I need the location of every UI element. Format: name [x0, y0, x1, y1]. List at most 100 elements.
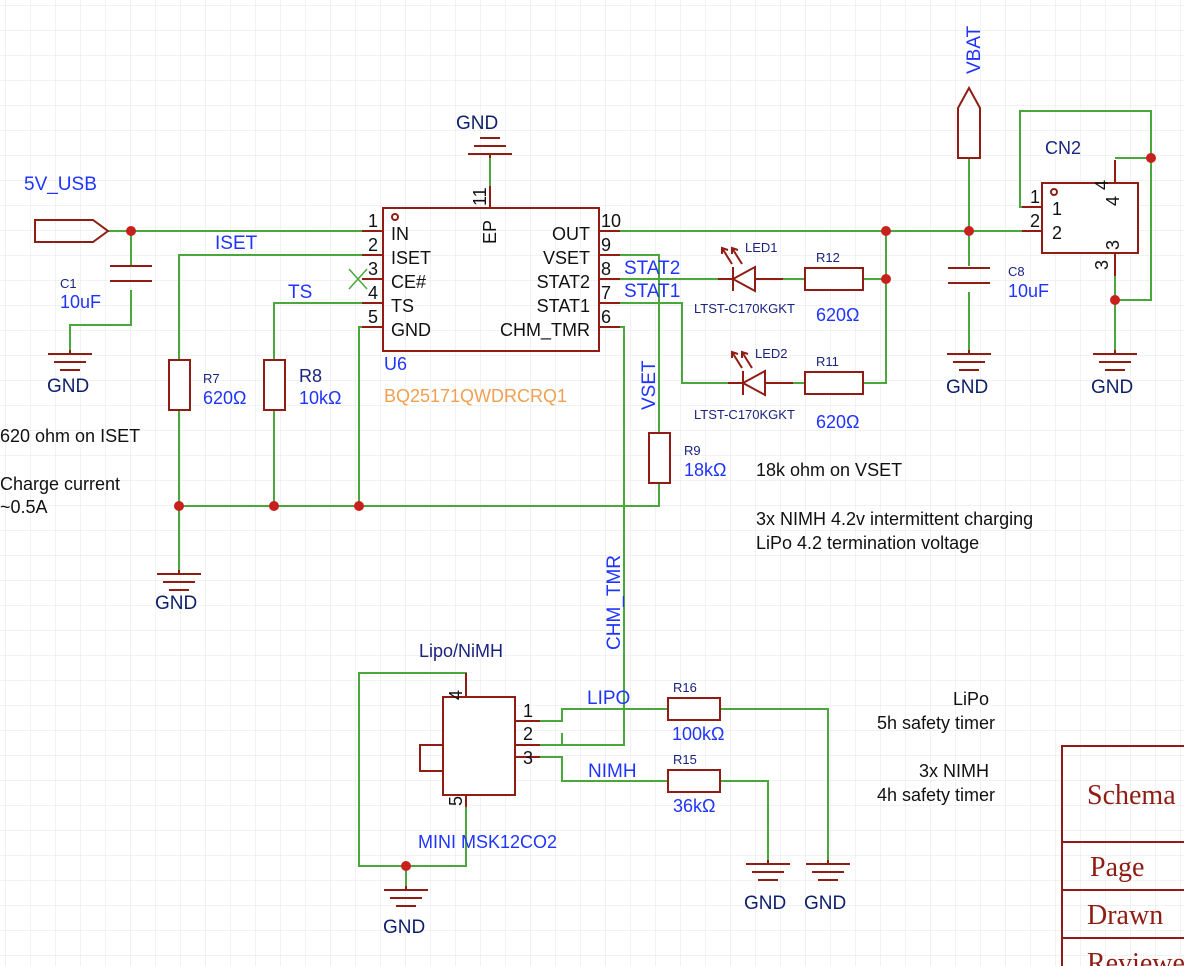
switch-label: Lipo/NiMH [419, 641, 503, 661]
u6-pin-name: TS [391, 296, 414, 316]
net-label-vset: VSET [639, 360, 660, 410]
r8-value: 10kΩ [299, 388, 341, 408]
ground-icon-left: GND [155, 570, 201, 614]
switch-pin-num: 4 [446, 690, 466, 700]
svg-text:GND: GND [1091, 377, 1133, 398]
resistor-r9[interactable]: R9 18kΩ [648, 432, 726, 484]
led2-part: LTST-C170KGKT [694, 407, 795, 422]
u6-pin-name: ISET [391, 248, 431, 268]
net-label-lipo: LIPO [587, 688, 630, 709]
junctions [126, 153, 1156, 871]
note-iset: 620 ohm on ISET Charge current ~0.5A [0, 426, 140, 517]
svg-text:Charge current: Charge current [0, 474, 120, 494]
svg-text:GND: GND [383, 917, 425, 938]
u6-pin-num: 1 [368, 211, 378, 231]
net-label-stat1: STAT1 [624, 281, 680, 302]
port-vbat[interactable]: VBAT [957, 25, 985, 159]
led1-part: LTST-C170KGKT [694, 301, 795, 316]
port-5v-usb[interactable]: 5V_USB [24, 174, 110, 243]
ground-icon-ep: GND [456, 113, 512, 158]
c8-ref: C8 [1008, 264, 1025, 279]
svg-text:LiPo: LiPo [953, 689, 989, 709]
u6-pin-name: EP [480, 220, 500, 244]
u6-pin-num: 11 [470, 187, 490, 206]
resistor-r16[interactable]: R16 100kΩ [667, 680, 725, 744]
r11-value: 620Ω [816, 412, 860, 432]
svg-text:GND: GND [155, 593, 197, 614]
cn2-pin-label: 1 [1052, 199, 1062, 219]
r7-ref: R7 [203, 371, 220, 386]
r8-ref: R8 [299, 366, 322, 386]
svg-text:5h safety timer: 5h safety timer [877, 713, 995, 733]
net-label-nimh: NIMH [588, 761, 637, 782]
switch-lipo-nimh[interactable]: 4 1 2 3 5 Lipo/NiMH MINI MSK12CO2 [418, 641, 557, 852]
cn2-ref: CN2 [1045, 138, 1081, 158]
c8-value: 10uF [1008, 281, 1049, 301]
svg-text:3x NIMH: 3x NIMH [919, 761, 989, 781]
led2-icon[interactable]: LED2 LTST-C170KGKT [694, 346, 795, 422]
title-page: Page [1090, 852, 1144, 883]
u6-pin-num: 9 [601, 235, 611, 255]
r7-value: 620Ω [203, 388, 247, 408]
net-label-chm-tmr: CHM_TMR [604, 555, 625, 650]
cn2-pin-label: 3 [1103, 240, 1123, 250]
u6-pin-name: STAT2 [537, 272, 590, 292]
svg-text:620 ohm on ISET: 620 ohm on ISET [0, 426, 140, 446]
cn2-pin-num: 1 [1030, 187, 1040, 207]
ground-icon-c8: GND [946, 350, 991, 398]
led1-icon[interactable]: LED1 LTST-C170KGKT [694, 240, 795, 316]
connector-cn2[interactable]: 1 2 1 2 4 4 3 3 CN2 [1022, 138, 1139, 276]
u6-pin-name: OUT [552, 224, 590, 244]
ground-icon-r15: GND [744, 860, 790, 914]
svg-text:GND: GND [456, 113, 498, 134]
u6-pin-num: 7 [601, 283, 611, 303]
r9-ref: R9 [684, 443, 701, 458]
r12-value: 620Ω [816, 305, 860, 325]
svg-text:GND: GND [744, 893, 786, 914]
resistor-r11[interactable]: R11 620Ω [804, 354, 864, 432]
svg-text:LiPo 4.2 termination voltage: LiPo 4.2 termination voltage [756, 533, 979, 553]
u6-pin-num: 10 [601, 211, 621, 231]
net-label-stat2: STAT2 [624, 258, 680, 279]
u6-pin-name: STAT1 [537, 296, 590, 316]
svg-text:GND: GND [946, 377, 988, 398]
cn2-pin-num: 3 [1092, 260, 1112, 270]
u6-pin-num: 4 [368, 283, 378, 303]
resistor-r8[interactable]: R8 10kΩ [263, 359, 341, 411]
r15-ref: R15 [673, 752, 697, 767]
resistor-r15[interactable]: R15 36kΩ [667, 752, 721, 816]
no-connect-icon [348, 268, 368, 290]
resistor-r12[interactable]: R12 620Ω [804, 250, 864, 325]
r9-value: 18kΩ [684, 460, 726, 480]
svg-text:~0.5A: ~0.5A [0, 497, 48, 517]
capacitor-c1[interactable]: C1 10uF [60, 265, 152, 312]
r11-ref: R11 [816, 354, 839, 369]
switch-pin-num: 5 [446, 796, 466, 806]
r15-value: 36kΩ [673, 796, 715, 816]
u6-chip[interactable]: 1 2 3 4 5 10 9 8 7 6 11 IN ISET CE# TS G… [362, 186, 621, 406]
u6-part-number: BQ25171QWDRCRQ1 [384, 386, 567, 406]
u6-pin-name: VSET [543, 248, 590, 268]
cn2-pin-num: 2 [1030, 211, 1040, 231]
cn2-pin-label: 4 [1103, 196, 1123, 206]
resistor-r7[interactable]: R7 620Ω [168, 359, 247, 411]
u6-pin-name: CHM_TMR [500, 320, 590, 341]
switch-pin-num: 1 [523, 701, 533, 721]
led1-ref: LED1 [745, 240, 778, 255]
net-label-vbat: VBAT [964, 25, 985, 74]
svg-text:4h safety timer: 4h safety timer [877, 785, 995, 805]
svg-text:18k ohm on VSET: 18k ohm on VSET [756, 460, 902, 480]
note-lipo-timer: LiPo 5h safety timer [877, 689, 995, 733]
capacitor-c8[interactable]: C8 10uF [948, 264, 1049, 301]
svg-text:GND: GND [804, 893, 846, 914]
note-vset: 18k ohm on VSET 3x NIMH 4.2v intermitten… [756, 460, 1033, 553]
ground-icon-r16: GND [804, 860, 850, 914]
led2-ref: LED2 [755, 346, 788, 361]
u6-pin-num: 5 [368, 307, 378, 327]
u6-pin-name: GND [391, 320, 431, 340]
u6-pin-num: 6 [601, 307, 611, 327]
c1-value: 10uF [60, 292, 101, 312]
switch-part: MINI MSK12CO2 [418, 832, 557, 852]
svg-text:GND: GND [47, 376, 89, 397]
